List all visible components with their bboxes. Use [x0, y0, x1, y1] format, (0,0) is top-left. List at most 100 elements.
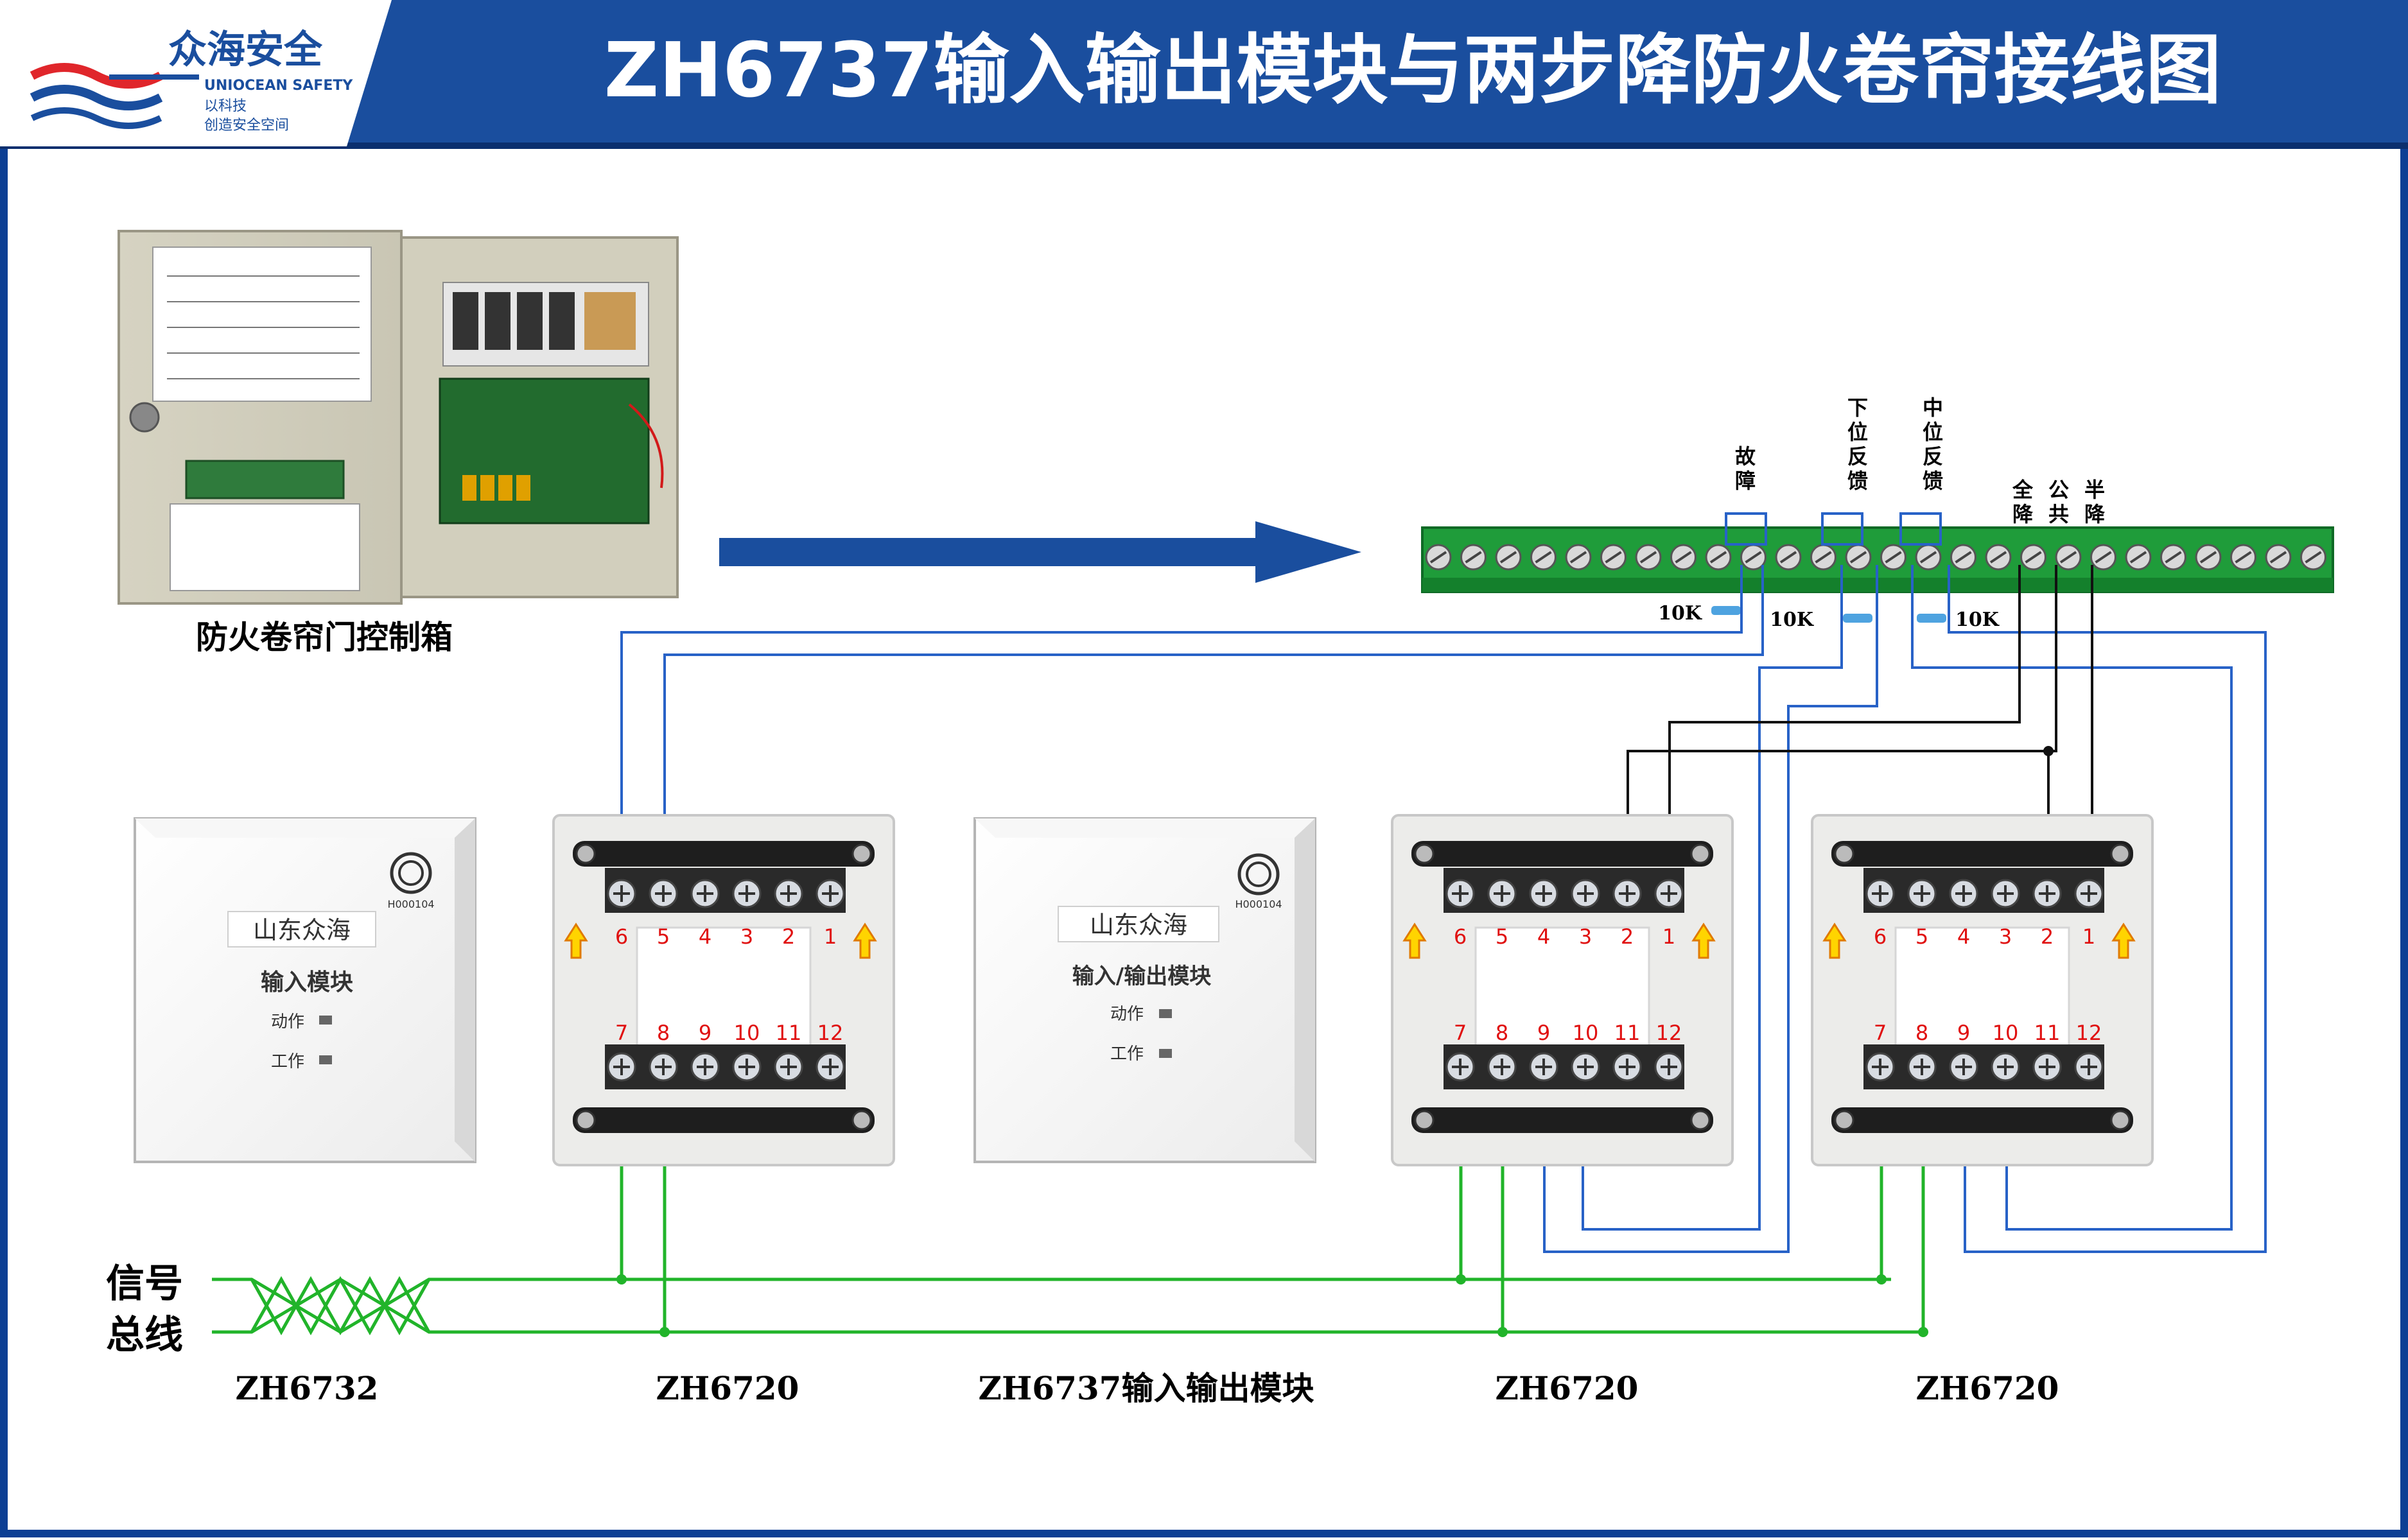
terminal-number-bottom: 8: [1915, 1021, 1928, 1045]
breaker-switches: [453, 292, 636, 350]
terminal-bases: 6758493102111126758493102111126758493102…: [552, 814, 2154, 1166]
terminal-number-top: 3: [1999, 924, 2012, 949]
up-arrow-icon: [1691, 922, 1716, 959]
up-arrow-icon: [1822, 922, 1847, 959]
terminal-number-top: 1: [1662, 924, 1675, 949]
wiring-label-sheet: [152, 247, 372, 402]
common-junction: [2043, 746, 2054, 756]
strip-screw-slot-21: [2129, 551, 2147, 564]
bus-twist-b: [250, 1276, 431, 1336]
strip-screw-slot-16: [1955, 551, 1972, 564]
ccc-mark-inner: [398, 860, 424, 886]
strip-screw-slot-17: [1989, 551, 2007, 564]
terminal-number-top: 6: [1874, 924, 1887, 949]
terminal-number-top: 6: [615, 924, 628, 949]
logo-bar: [109, 74, 199, 80]
strip-screw-slot-23: [2199, 551, 2217, 564]
fire-shutter-control-box: [118, 230, 679, 605]
rail-screw-icon: [2110, 1110, 2131, 1130]
control-box-caption: 防火卷帘门控制箱: [196, 619, 453, 656]
resistor-fault-icon: [1711, 606, 1741, 615]
led-action-icon: [1159, 1009, 1172, 1018]
module-zh6732-face: 山东众海 输入模块 动作 工作 H000104: [134, 817, 476, 1163]
wire-fault-2: [663, 565, 1764, 873]
terminal-number-bottom: 12: [1656, 1021, 1682, 1045]
logo-panel: [0, 0, 392, 146]
bus-twist-a: [250, 1276, 431, 1336]
rail-screw-icon: [575, 1110, 596, 1130]
top-terminal-block: [605, 868, 846, 913]
strip-label-lower-feedback: 下位反馈: [1847, 395, 1868, 493]
module-face-panel: [973, 817, 1316, 1163]
led-label-work: 工作: [1110, 1044, 1144, 1064]
terminal-number-bottom: 10: [1573, 1021, 1599, 1045]
lower-feedback-terminal-frame: [1821, 512, 1863, 546]
header-bar: [0, 0, 2408, 146]
strip-label-common: 公共: [2048, 478, 2069, 526]
brand-plate: [1058, 906, 1219, 942]
strip-screw-slot-26: [2305, 551, 2322, 564]
module-face-bevel-side: [1295, 818, 1315, 1162]
strip-screw-slot-20: [2095, 551, 2112, 564]
module-face-bevel: [135, 818, 475, 838]
wire-fault-1: [620, 565, 1743, 873]
logo-wave-blue: [30, 85, 163, 110]
module-face-bevel: [975, 818, 1315, 838]
controller-pcb: [439, 377, 650, 524]
logo-brand-en: UNIOCEAN SAFETY: [204, 78, 353, 94]
logo-wave-red: [30, 63, 163, 89]
strip-screw-slot-2: [1465, 551, 1482, 564]
manual-sheet: [170, 503, 360, 591]
rail-screw-icon: [1690, 1110, 1711, 1130]
strip-screw-slot-24: [2235, 551, 2252, 564]
strip-screw-slot-18: [2025, 551, 2042, 564]
terminal-strip-labels: 故障下位反馈中位反馈全降公共半降: [1735, 395, 2106, 526]
base-bottom-rail: [1831, 1107, 2133, 1133]
bottom-terminal-block: [1863, 1044, 2104, 1089]
terminal-number-bottom: 11: [776, 1021, 802, 1045]
led-work-icon: [319, 1055, 332, 1064]
up-arrow-icon: [564, 922, 588, 959]
module-brand: 山东众海: [1090, 911, 1187, 939]
terminal-number-bottom: 8: [1496, 1021, 1508, 1045]
resistor-label-fault: 10K: [1658, 602, 1702, 625]
strip-screw-slot-9: [1709, 551, 1727, 564]
rail-screw-icon: [1834, 844, 1854, 864]
wire-middle-feedback-2: [1948, 565, 2267, 1253]
top-terminal-block: [1863, 868, 2104, 913]
strip-screw-slot-4: [1535, 551, 1552, 564]
led-label-action: 动作: [1110, 1005, 1144, 1024]
logo-slogan-1: 以科技: [204, 98, 247, 114]
page-title: ZH6737输入输出模块与两步降防火卷帘接线图: [604, 26, 2222, 114]
module-brand: 山东众海: [253, 916, 351, 944]
terminal-strip: [1421, 526, 2334, 593]
terminal-number-bottom: 12: [817, 1021, 844, 1045]
rail-screw-icon: [1414, 1110, 1435, 1130]
top-terminal-block: [1444, 868, 1684, 913]
base-top-rail: [573, 841, 875, 867]
terminal-number-bottom: 7: [1454, 1021, 1467, 1045]
logo-brand-cn: 众海安全: [168, 28, 323, 73]
resistor-fault: 10K: [1658, 602, 1741, 625]
bottom-terminal-block: [605, 1044, 846, 1089]
strip-screw-slot-1: [1429, 551, 1447, 564]
wire-lower-feedback-1: [1582, 565, 1843, 1231]
terminal-number-top: 5: [1915, 924, 1928, 949]
terminal-number-bottom: 9: [1957, 1021, 1970, 1045]
cert-number: H000104: [387, 898, 434, 910]
strip-screw-slot-22: [2165, 551, 2182, 564]
strip-screw-slot-25: [2269, 551, 2287, 564]
terminal-number-top: 6: [1454, 924, 1467, 949]
strip-label-fault: 故障: [1735, 444, 1756, 493]
strip-screw-slot-10: [1745, 551, 1762, 564]
red-wire: [628, 403, 664, 489]
ccc-mark-icon: [1237, 853, 1280, 895]
logo-wave-blue-2: [30, 107, 162, 129]
strip-screw-slot-19: [2059, 551, 2077, 564]
terminal-number-bottom: 8: [657, 1021, 670, 1045]
terminal-number-bottom: 9: [1537, 1021, 1550, 1045]
bus-label-signal: 信号: [106, 1261, 183, 1306]
